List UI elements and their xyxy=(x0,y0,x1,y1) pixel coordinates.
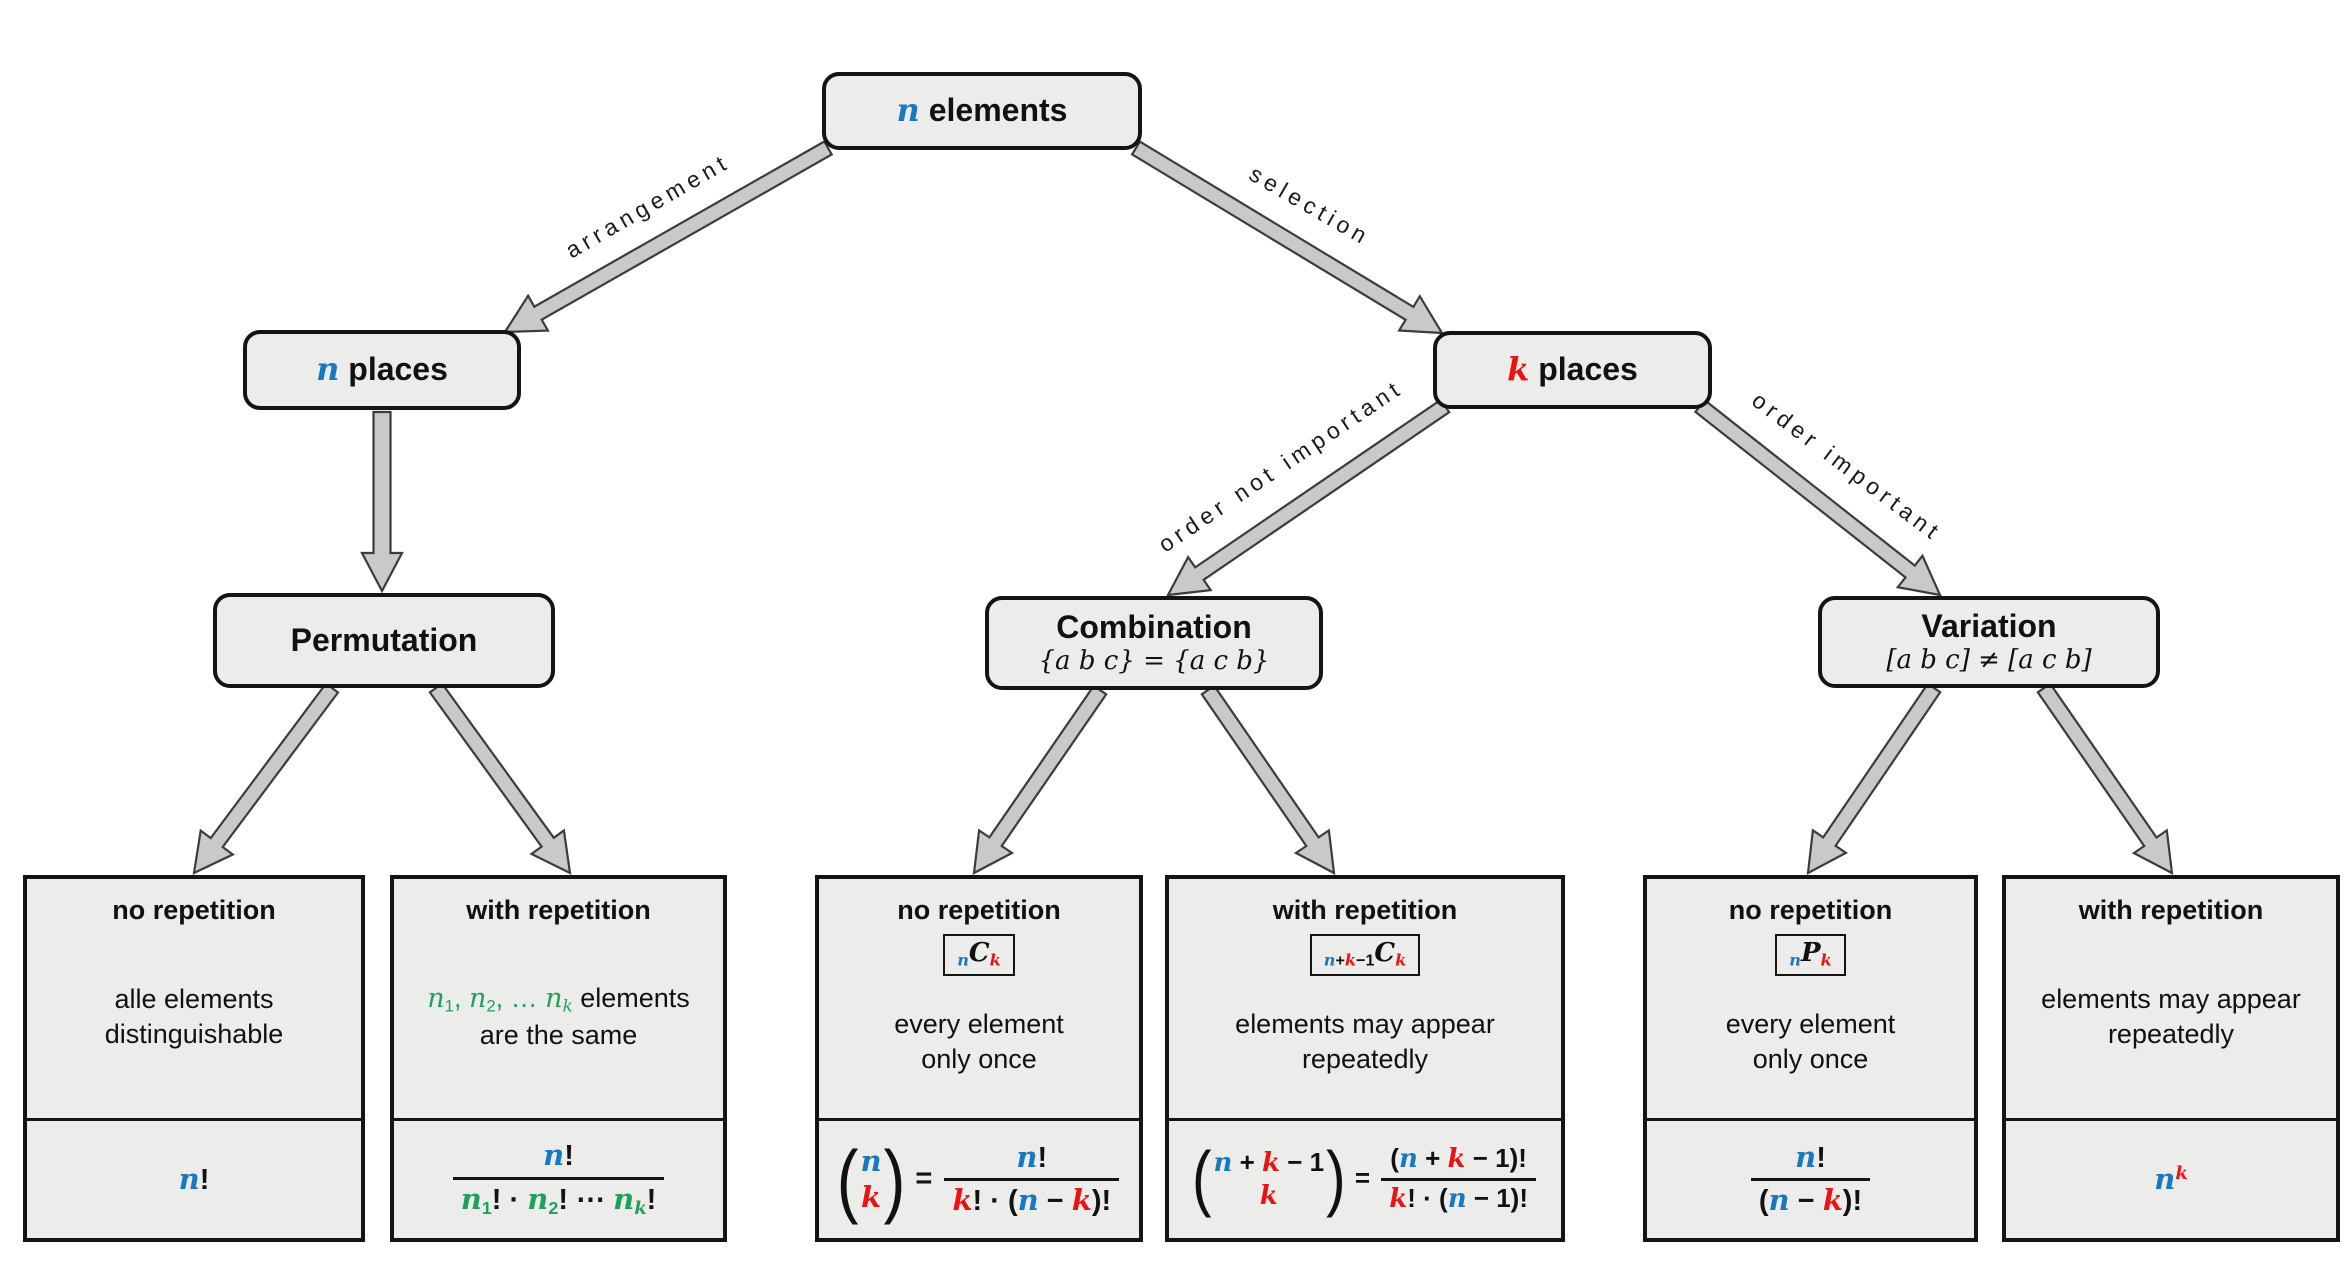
leaf-heading: with repetition xyxy=(2078,895,2264,925)
node-permutation: Permutation xyxy=(213,593,555,688)
arrow-order-important xyxy=(1693,398,1942,597)
formula-badge-nCk: nCk xyxy=(943,934,1015,976)
node-combination-title: Combination xyxy=(1056,609,1252,646)
node-variation: Variation [a b c] ≠ [a c b] xyxy=(1818,596,2160,688)
node-permutation-title: Permutation xyxy=(290,621,478,658)
node-variation-subtitle: [a b c] ≠ [a c b] xyxy=(1886,645,2092,676)
arrow-permutation-no-rep xyxy=(192,681,340,875)
leaf-heading: no repetition xyxy=(1728,895,1893,925)
node-k-places-title: k places xyxy=(1507,350,1638,389)
leaf-combination-with-repetition: with repetition n+k−1Ck elements may app… xyxy=(1165,875,1565,1242)
arrow-arrangement xyxy=(502,139,834,334)
arrow-combination-no-rep xyxy=(972,684,1108,875)
leaf-heading: with repetition xyxy=(1272,895,1458,925)
arrow-n-places-to-permutation xyxy=(360,410,404,594)
node-n-elements: n elements xyxy=(822,72,1142,150)
node-n-places-title: n places xyxy=(316,350,448,389)
formula-badge-nPk: nPk xyxy=(1775,934,1846,976)
node-combination-subtitle: {a b c} = {a c b} xyxy=(1038,646,1270,677)
node-combination: Combination {a b c} = {a c b} xyxy=(985,596,1323,690)
arrow-selection xyxy=(1130,140,1445,335)
leaf-heading: no repetition xyxy=(897,895,1061,925)
leaf-formula: n!(n − k)! xyxy=(1647,1118,1974,1238)
arrow-combination-with-rep xyxy=(1200,684,1336,875)
formula-badge-n+k-1Ck: n+k−1Ck xyxy=(1309,934,1421,976)
node-n-elements-title: n elements xyxy=(896,91,1068,130)
node-k-places: k places xyxy=(1433,331,1712,409)
leaf-heading: with repetition xyxy=(466,895,651,925)
arrow-variation-with-rep xyxy=(2036,682,2174,875)
leaf-formula: n!n1! · n2! ⋯ nk! xyxy=(394,1118,723,1238)
node-variation-title: Variation xyxy=(1921,608,2057,645)
arrow-variation-no-rep xyxy=(1806,682,1942,875)
leaf-formula: n! xyxy=(27,1118,361,1238)
arrow-permutation-with-rep xyxy=(428,682,572,875)
leaf-formula: nk xyxy=(2006,1118,2336,1238)
arrow-order-not-important xyxy=(1166,398,1451,597)
leaf-heading: no repetition xyxy=(112,895,276,925)
node-n-places: n places xyxy=(243,330,521,410)
